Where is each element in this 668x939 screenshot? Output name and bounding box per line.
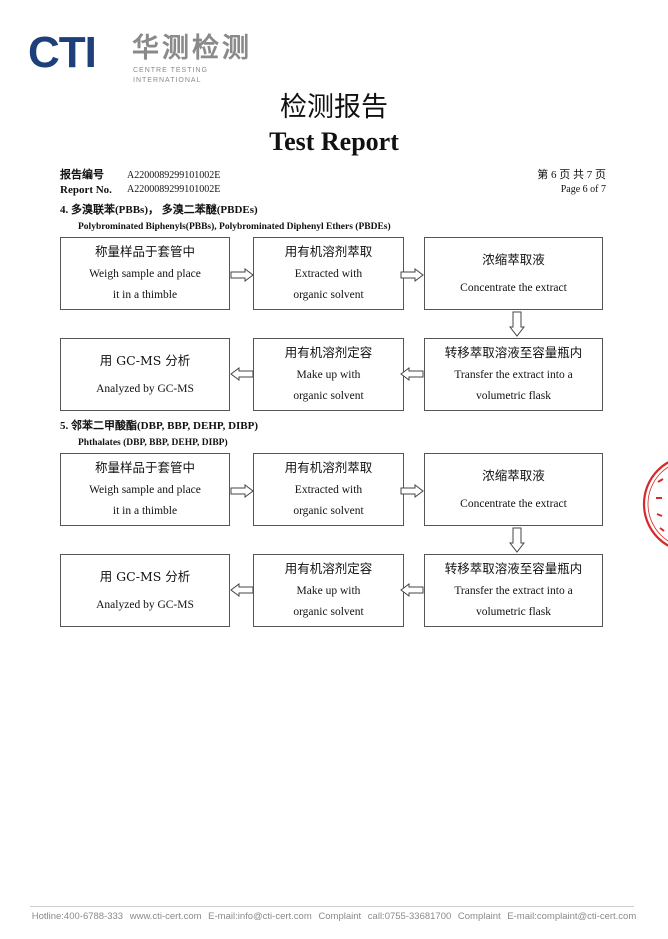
arrow-left-icon xyxy=(400,583,424,597)
logo-chinese: 华测检测 xyxy=(132,33,252,64)
report-no-label-cn: 报告编号 xyxy=(60,169,104,181)
flow-step-concentrate: 浓缩萃取液 Concentrate the extract xyxy=(424,237,603,310)
section-5-subheading: Phthalates (DBP, BBP, DEHP, DIBP) xyxy=(78,438,228,448)
red-seal-stamp xyxy=(642,461,668,547)
arrow-left-icon xyxy=(230,583,254,597)
company-logo: CTI 华测检测 CENTRE TESTING INTERNATIONAL xyxy=(28,28,258,85)
section-5-heading: 5. 邻苯二甲酸酯(DBP, BBP, DEHP, DIBP) xyxy=(60,420,259,432)
arrow-right-icon xyxy=(230,268,254,282)
logo-brand: CTI xyxy=(28,28,97,77)
arrow-left-icon xyxy=(400,367,424,381)
flow-step-transfer: 转移萃取溶液至容量瓶内 Transfer the extract into a … xyxy=(424,338,603,411)
footer-divider xyxy=(30,906,634,907)
page-title-en: Test Report xyxy=(269,127,399,156)
arrow-left-icon xyxy=(230,367,254,381)
logo-english: CENTRE TESTING INTERNATIONAL xyxy=(133,67,208,84)
section-4-subheading: Polybrominated Biphenyls(PBBs), Polybrom… xyxy=(78,222,391,232)
flow-step-makeup: 用有机溶剂定容 Make up with organic solvent xyxy=(253,554,404,627)
arrow-right-icon xyxy=(400,484,424,498)
footer-contact: Hotline:400-6788-333 www.cti-cert.com E-… xyxy=(31,911,637,922)
page-title-cn: 检测报告 xyxy=(280,92,388,123)
arrow-down-icon xyxy=(509,311,525,337)
arrow-down-icon xyxy=(509,527,525,553)
report-no-value: A2200089299101002E xyxy=(127,170,221,181)
report-no-value: A2200089299101002E xyxy=(127,184,221,195)
arrow-right-icon xyxy=(400,268,424,282)
flow-step-extract: 用有机溶剂萃取 Extracted with organic solvent xyxy=(253,237,404,310)
flow-step-transfer: 转移萃取溶液至容量瓶内 Transfer the extract into a … xyxy=(424,554,603,627)
page-number-cn: 第 6 页 共 7 页 xyxy=(537,169,606,181)
flow-step-weigh: 称量样品于套管中 Weigh sample and place it in a … xyxy=(60,237,230,310)
flow-step-analyze: 用 GC-MS 分析 Analyzed by GC-MS xyxy=(60,338,230,411)
arrow-right-icon xyxy=(230,484,254,498)
section-4-heading: 4. 多溴联苯(PBBs)， 多溴二苯醚(PBDEs) xyxy=(60,204,258,216)
flow-step-concentrate: 浓缩萃取液 Concentrate the extract xyxy=(424,453,603,526)
flow-step-weigh: 称量样品于套管中 Weigh sample and place it in a … xyxy=(60,453,230,526)
flow-step-makeup: 用有机溶剂定容 Make up with organic solvent xyxy=(253,338,404,411)
report-no-label-en: Report No. xyxy=(60,184,112,196)
flow-step-analyze: 用 GC-MS 分析 Analyzed by GC-MS xyxy=(60,554,230,627)
page-number-en: Page 6 of 7 xyxy=(560,184,606,195)
flow-step-extract: 用有机溶剂萃取 Extracted with organic solvent xyxy=(253,453,404,526)
